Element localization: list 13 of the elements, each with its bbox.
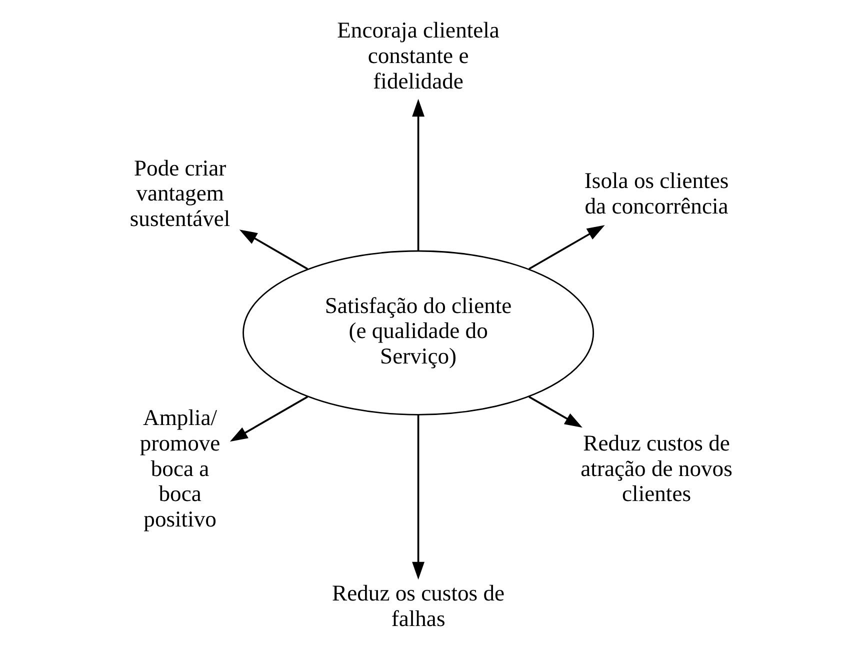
node-text: Reduz custos de atração de novos clientes bbox=[580, 430, 732, 506]
arrow bbox=[412, 98, 424, 251]
node-text: Amplia/ promove boca a boca positivo bbox=[139, 404, 220, 532]
node-text: Encoraja clientela constante e fidelidade bbox=[336, 18, 499, 94]
arrow bbox=[229, 396, 308, 442]
node-text: Reduz os custos de falhas bbox=[332, 580, 504, 632]
arrow bbox=[238, 230, 308, 270]
arrow bbox=[412, 415, 424, 580]
node-text: Pode criar vantagem sustentável bbox=[129, 155, 230, 232]
node-ellipse: Satisfação do cliente (e qualidade do Serviço) bbox=[242, 250, 594, 416]
arrow bbox=[528, 396, 582, 428]
node-text: Isola os clientes da concorrência bbox=[584, 168, 728, 218]
arrow bbox=[528, 225, 604, 270]
